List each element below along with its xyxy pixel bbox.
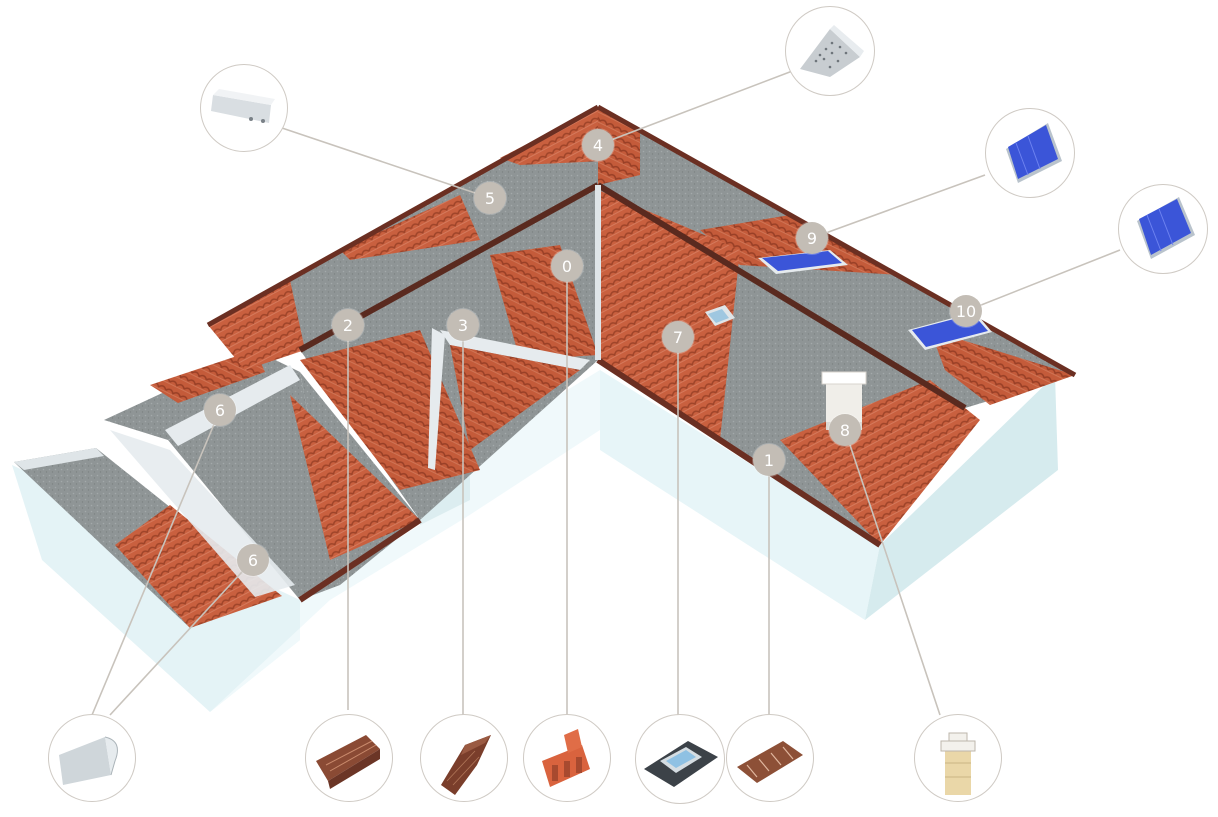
marker-0[interactable]: 0 [551, 250, 583, 282]
marker-3[interactable]: 3 [447, 309, 479, 341]
solar-panel-left [758, 250, 848, 274]
marker-4[interactable]: 4 [582, 129, 614, 161]
marker-9[interactable]: 9 [796, 222, 828, 254]
marker-6-lower[interactable]: 6 [237, 544, 269, 576]
leader-lines [91, 69, 1121, 716]
marker-8[interactable]: 8 [829, 414, 861, 446]
roof-window [705, 305, 735, 326]
solar-panel-icon-2[interactable] [1118, 184, 1208, 274]
ridge-tile-support-icon[interactable] [523, 714, 611, 802]
marker-5[interactable]: 5 [474, 182, 506, 214]
marker-1[interactable]: 1 [753, 444, 785, 476]
solar-panel-icon[interactable] [985, 108, 1075, 198]
bird-guard-eave-comb-icon[interactable] [726, 714, 814, 802]
roof-window-flashing-icon[interactable] [635, 714, 725, 804]
wall-abutment-flashing-icon[interactable] [48, 714, 136, 802]
marker-6-upper[interactable]: 6 [204, 394, 236, 426]
eave-flashing-strip-icon[interactable] [200, 64, 288, 152]
marker-10[interactable]: 10 [950, 295, 982, 327]
chimney-icon[interactable] [914, 714, 1002, 802]
eave-comb-filler-icon[interactable] [305, 714, 393, 802]
marker-2[interactable]: 2 [332, 309, 364, 341]
left-wing-roof [14, 350, 422, 628]
marker-7[interactable]: 7 [662, 321, 694, 353]
dormer-valley [428, 328, 590, 470]
valley-gutter-icon[interactable] [420, 714, 508, 802]
perforated-ridge-vent-icon[interactable] [785, 6, 875, 96]
